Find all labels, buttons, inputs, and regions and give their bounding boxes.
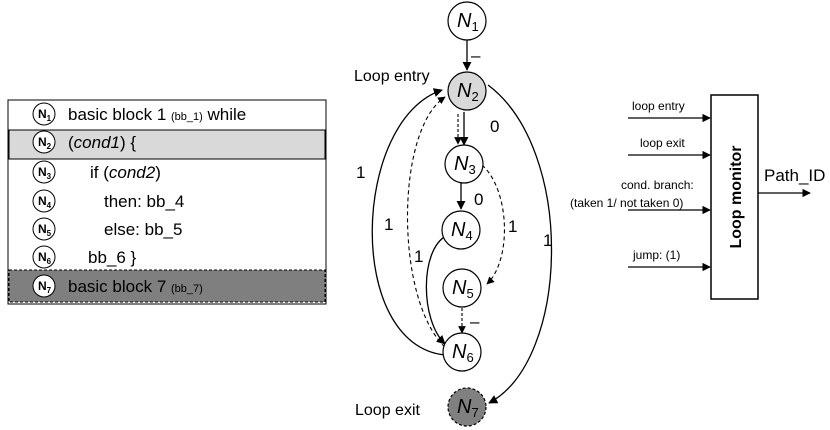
edge-n6-n2-solid	[371, 88, 446, 356]
code-box	[7, 99, 327, 305]
edge-n2-n7	[487, 84, 553, 404]
edge-label-n2-n7-outer: 1	[543, 231, 552, 250]
graph-node-n7: N7	[447, 387, 487, 427]
input-label-loop-exit: loop exit	[640, 136, 685, 150]
code-row-text: basic block 1 (bb_1) while	[68, 105, 246, 124]
code-node-circle	[32, 130, 56, 154]
loop-monitor-box	[710, 94, 759, 300]
code-row-text: bb_6 }	[88, 248, 137, 267]
edge-label-n3-n4: 0	[474, 190, 483, 209]
code-node-circle	[32, 189, 56, 213]
edge-label-n1-n2: –	[471, 46, 481, 65]
graph-node-n6: N6	[442, 332, 482, 372]
edge-label-n6-n2-dashed: 1	[384, 215, 393, 234]
edge-label-n4-n6: 1	[414, 247, 423, 266]
code-row-2: N2(cond1) {	[32, 130, 136, 154]
code-node-circle	[32, 217, 56, 241]
code-row-text: (cond1) {	[68, 133, 136, 152]
input-label-taken: (taken 1/ not taken 0)	[570, 196, 683, 210]
code-node-circle	[32, 102, 56, 126]
code-row-text: then: bb_4	[104, 192, 184, 211]
loop-monitor-block: Loop monitor loop entry loop exit cond. …	[570, 94, 825, 300]
edge-label-n6-n2-outer: 1	[356, 163, 365, 182]
graph-node-n1: N1	[447, 1, 487, 41]
input-label-jump: jump: (1)	[632, 248, 680, 262]
graph-node-n3: N3	[444, 144, 484, 184]
graph-node-n2: N2	[447, 71, 487, 111]
code-node-circle	[32, 274, 56, 298]
edge-n4-n6	[425, 235, 447, 345]
graph-node-n5: N5	[442, 268, 482, 308]
code-row-text: else: bb_5	[104, 220, 182, 239]
code-row-text: basic block 7 (bb_7)	[68, 277, 203, 296]
code-row-text: if (cond2)	[90, 163, 161, 182]
row-highlight-bb7	[8, 269, 326, 303]
row-highlight-cond1	[8, 129, 326, 160]
loop-monitor-title: Loop monitor	[728, 145, 745, 248]
loop-exit-label: Loop exit	[355, 402, 420, 419]
edge-label-n5-n6: –	[470, 312, 480, 331]
code-node-circle	[32, 160, 56, 184]
code-node-circle	[32, 245, 56, 269]
edge-n6-n2-dashed	[406, 96, 446, 348]
graph-node-n4: N4	[441, 210, 481, 250]
loop-entry-label: Loop entry	[354, 68, 430, 85]
edge-label-n2-n7: 0	[490, 117, 499, 136]
edge-n3-n5-dashed	[481, 164, 505, 285]
edge-label-n3-n5: 1	[508, 217, 517, 236]
output-label-path-id: Path_ID	[764, 166, 825, 185]
input-label-cond-branch: cond. branch:	[621, 178, 694, 192]
input-label-loop-entry: loop entry	[632, 99, 685, 113]
